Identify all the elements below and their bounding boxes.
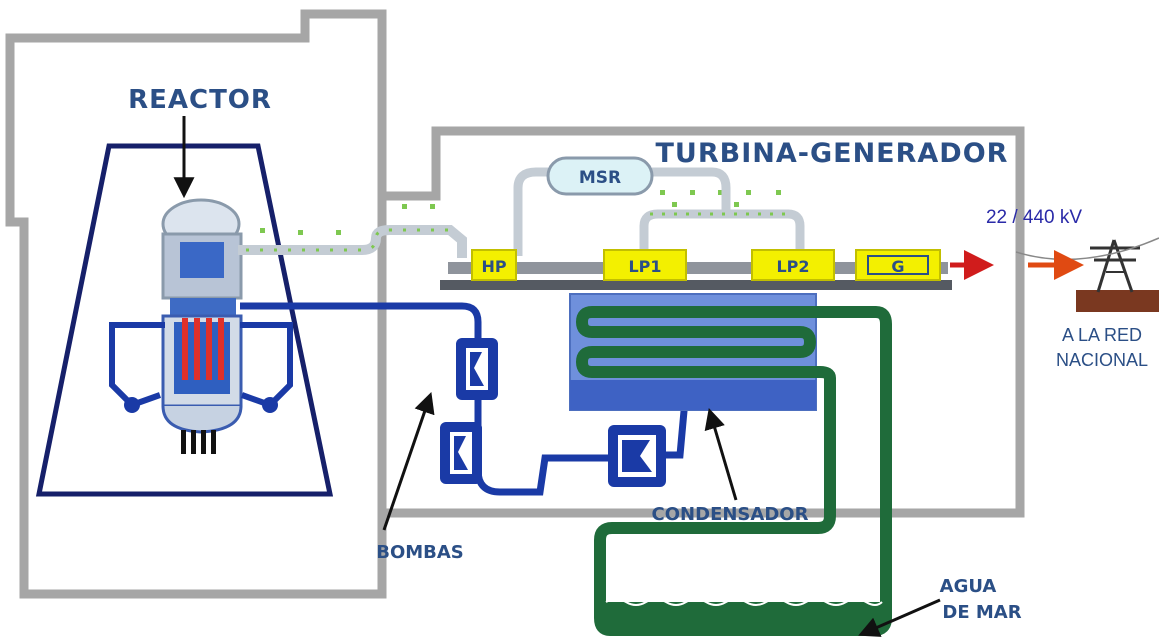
- pump-upper: [456, 338, 498, 400]
- turbine-building-outline: [382, 126, 1025, 518]
- pump-lower: [440, 422, 482, 484]
- generator-label: G: [891, 257, 904, 276]
- turbine-generator-label: TURBINA-GENERADOR: [656, 138, 1009, 169]
- pumps-label: BOMBAS: [376, 542, 464, 563]
- hp-label: HP: [481, 257, 506, 276]
- lp2-label: LP2: [776, 257, 809, 276]
- cooling-water-pipe: [576, 306, 892, 636]
- sea-water-label-line1: AGUA: [940, 576, 997, 597]
- lp1-label: LP1: [628, 257, 661, 276]
- grid-label-line1: A LA RED: [1062, 325, 1142, 345]
- lp1-turbine: [603, 249, 687, 281]
- transmission-tower-icon: [1015, 237, 1159, 312]
- msr-pipe: [513, 167, 731, 256]
- lp2-turbine: [751, 249, 835, 281]
- steam-dots: [260, 190, 781, 235]
- primary-loop-right: [240, 322, 293, 409]
- sea-water-basin: [606, 602, 882, 634]
- sea-water-surface: [605, 598, 883, 606]
- condenser-label: CONDENSADOR: [652, 504, 809, 525]
- condenser-hotwell: [570, 380, 816, 410]
- msr-vessel: [546, 156, 654, 196]
- sea-water-label-line2: DE MAR: [942, 602, 1021, 623]
- condenser-pointer-arrow: [704, 407, 738, 501]
- hp-turbine: [471, 249, 517, 281]
- primary-loop-left: [109, 322, 165, 409]
- turbine-base: [440, 280, 952, 290]
- voltage-label: 22 / 440 kV: [986, 207, 1082, 228]
- pumps-pointer-arrow: [382, 392, 435, 531]
- generator-winding: [867, 255, 929, 275]
- msr-label: MSR: [579, 168, 621, 188]
- sea-water-pointer-arrow: [858, 598, 941, 637]
- reactor-label: REACTOR: [128, 85, 272, 115]
- primary-pump-left: [124, 397, 140, 413]
- primary-pump-right: [262, 397, 278, 413]
- pump-condensate: [608, 425, 666, 487]
- reactor-vessel: [161, 198, 243, 454]
- grid-label-line2: NACIONAL: [1056, 350, 1148, 370]
- reactor-building-outline: [5, 9, 387, 599]
